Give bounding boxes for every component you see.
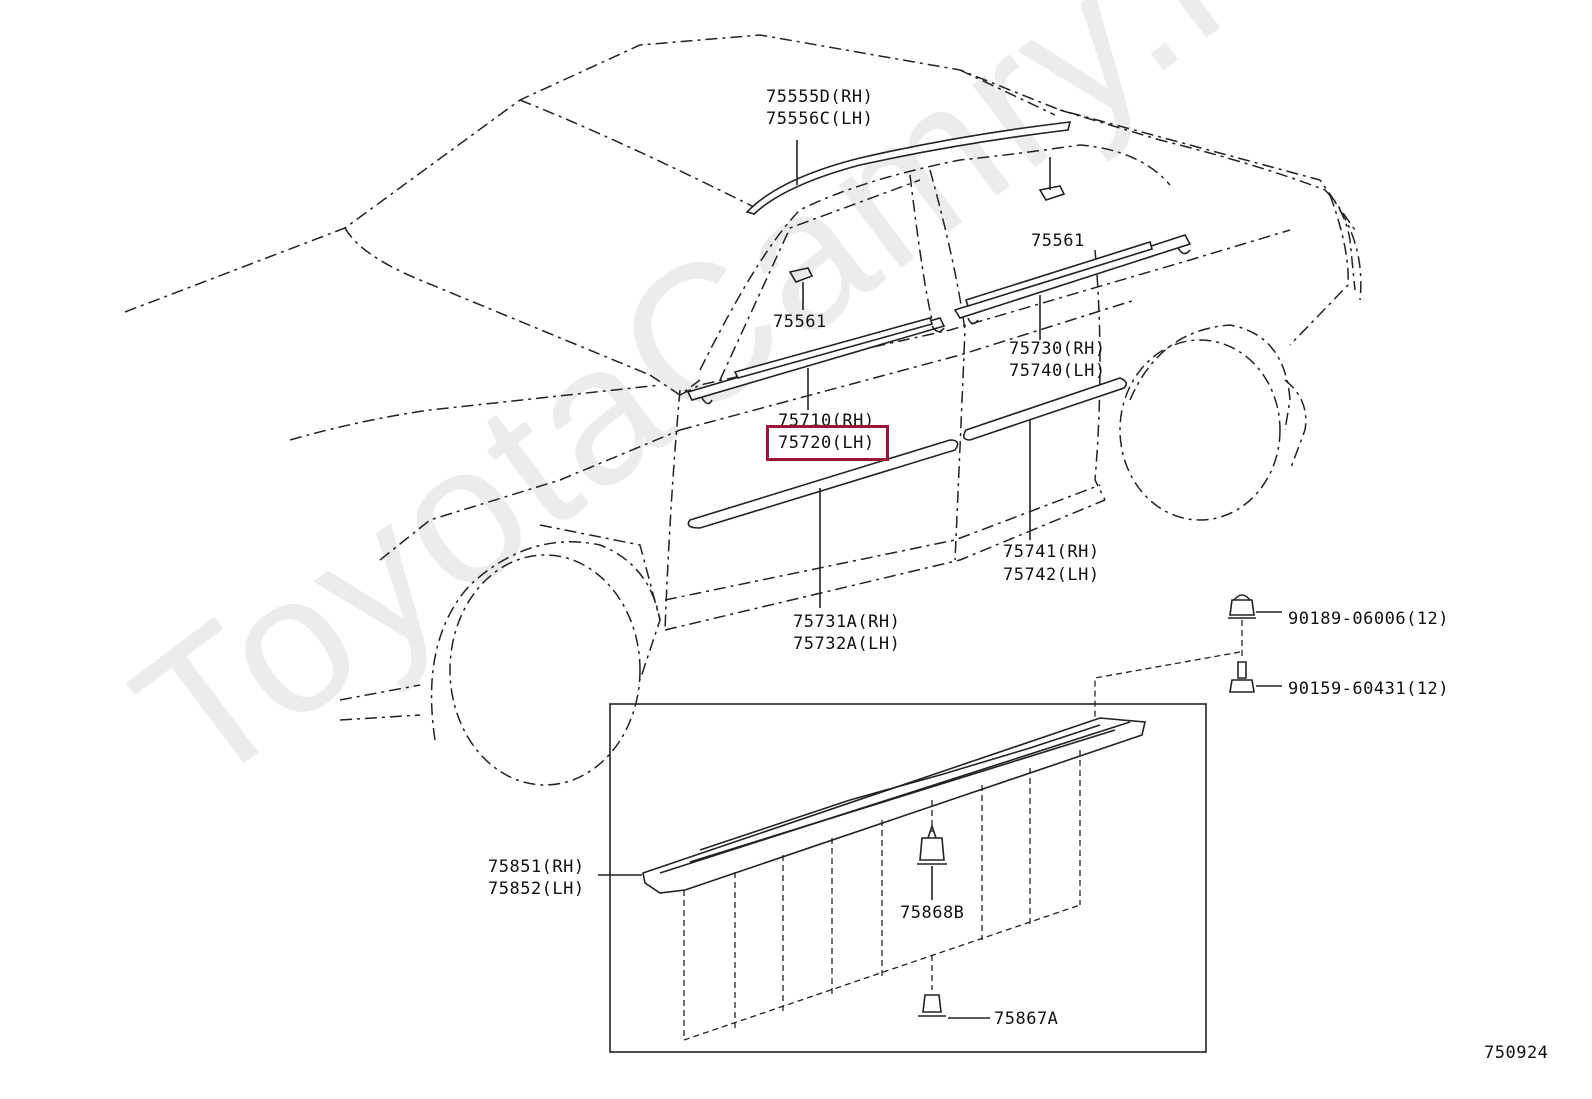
label-75720: 75720(LH) xyxy=(778,433,875,453)
label-75732A: 75732A(LH) xyxy=(793,634,901,654)
highlight-75720 xyxy=(766,425,889,461)
label-75561-rear: 75561 xyxy=(1031,231,1085,251)
label-75868B: 75868B xyxy=(900,903,965,923)
label-90189-06006: 90189-06006(12) xyxy=(1288,609,1450,629)
label-75741: 75741(RH) xyxy=(1003,542,1100,562)
label-90159-60431: 90159-60431(12) xyxy=(1288,679,1450,699)
label-75731A: 75731A(RH) xyxy=(793,612,901,632)
label-75730: 75730(RH) xyxy=(1009,339,1106,359)
label-75867A: 75867A xyxy=(994,1009,1059,1029)
label-75740: 75740(LH) xyxy=(1009,361,1106,381)
diagram-id: 750924 xyxy=(1484,1043,1549,1063)
label-75555D: 75555D(RH) xyxy=(766,87,874,107)
label-75852: 75852(LH) xyxy=(488,879,585,899)
label-75556C: 75556C(LH) xyxy=(766,109,874,129)
label-75742: 75742(LH) xyxy=(1003,565,1100,585)
label-75561-front: 75561 xyxy=(773,312,827,332)
label-75851: 75851(RH) xyxy=(488,857,585,877)
